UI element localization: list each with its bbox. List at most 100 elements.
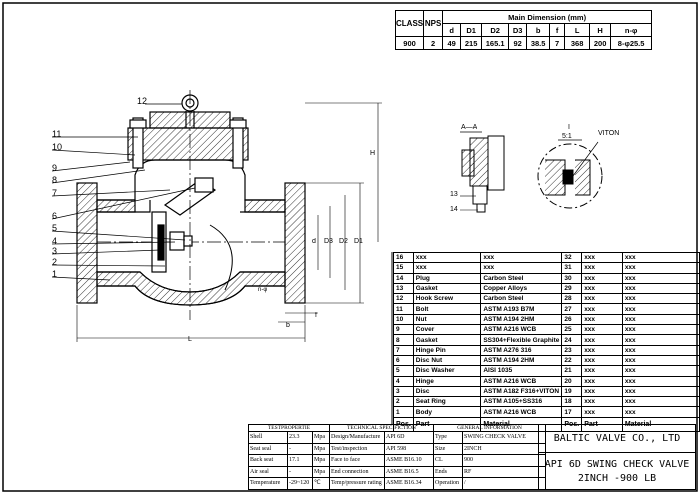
test-name: Temperature <box>248 477 288 490</box>
balloon-12: 12 <box>137 96 148 106</box>
dim-val: 215 <box>460 36 483 50</box>
general-value: SWING CHECK VALVE <box>462 431 546 444</box>
test-name: Shell <box>248 431 288 444</box>
bom-material: ASTM A193 B7M <box>480 303 563 315</box>
test-name: Seat seal <box>248 442 288 455</box>
dim-l: L <box>188 336 192 343</box>
general-value: / <box>462 477 546 490</box>
dim-val: 8-φ25.5 <box>610 36 653 50</box>
dim-d1: D1 <box>354 238 363 245</box>
bom-part: xxx <box>581 365 623 377</box>
balloon-8: 8 <box>52 175 58 185</box>
bom-material: xxx <box>621 272 700 284</box>
bom-material: ASTM A194 2HM <box>480 354 563 367</box>
bom-part: Disc Nut <box>412 354 482 367</box>
bom-pos: 18 <box>561 396 583 408</box>
bom-part: Bolt <box>412 303 482 315</box>
spec-name: Temp/pressure rating <box>329 477 385 490</box>
dim-sub-d2: D2 <box>481 23 510 37</box>
general-name: Type <box>433 431 463 444</box>
dim-sub-h: H <box>589 23 612 37</box>
dimension-lines <box>76 102 382 342</box>
bom-pos: 9 <box>393 324 414 336</box>
bom-material: ASTM A276 316 <box>480 344 563 356</box>
dim-b: b <box>286 322 290 329</box>
bom-pos: 8 <box>393 334 414 346</box>
bom-material: SS304+Flexible Graphite <box>480 334 563 346</box>
dim-sub-d: d <box>442 23 462 37</box>
balloon-1: 1 <box>52 269 58 279</box>
bom-part: xxx <box>581 272 623 284</box>
general-name: Operation <box>433 477 463 490</box>
bom-part: Gasket <box>412 334 482 346</box>
bom-material: AISI 1035 <box>480 365 563 377</box>
bom-pos: 22 <box>561 354 583 367</box>
bom-part: xxx <box>581 262 623 274</box>
bom-part: Gasket <box>412 282 482 295</box>
general-value: 2INCH <box>462 442 546 455</box>
dim-val: 49 <box>442 36 462 50</box>
bom-pos: 17 <box>561 406 583 418</box>
general-name: CL <box>433 454 463 467</box>
bom-material: xxx <box>480 251 563 264</box>
spec-name: Test/inspection <box>329 442 385 455</box>
balloon-9: 9 <box>52 163 58 173</box>
bom-part: xxx <box>581 282 623 295</box>
section-a-a <box>460 131 505 213</box>
bom-pos: 3 <box>393 385 414 398</box>
dim-val: 165.1 <box>481 36 510 50</box>
info-header-row: TESTPROPERTIE TECHNICAL SPECIFICTION GEN… <box>248 424 546 432</box>
dim-d2: D2 <box>339 238 348 245</box>
bom-part: xxx <box>581 354 623 367</box>
balloon-2: 2 <box>52 257 58 267</box>
bom-material: Carbon Steel <box>480 293 563 305</box>
balloon-11: 11 <box>52 129 62 139</box>
test-name: Back seat <box>248 454 288 467</box>
bom-material: xxx <box>621 354 700 367</box>
dimension-table: CLASS NPS Main Dimension (mm) d D1 D2 D3… <box>394 10 653 50</box>
balloon-7: 7 <box>52 188 58 198</box>
bom-part: xxx <box>412 262 482 274</box>
info-table: TESTPROPERTIE TECHNICAL SPECIFICTION GEN… <box>248 424 546 490</box>
bom-material: xxx <box>621 375 700 387</box>
bom-pos: 5 <box>393 365 414 377</box>
bom-part: xxx <box>581 313 623 326</box>
bom-part: xxx <box>581 293 623 305</box>
bom-pos: 11 <box>393 303 414 315</box>
bom-material: xxx <box>621 324 700 336</box>
balloon-4: 4 <box>52 236 58 246</box>
bom-pos: 13 <box>393 282 414 295</box>
dim-val: 38.5 <box>526 36 551 50</box>
bom-part: xxx <box>581 324 623 336</box>
bom-part: Disc Washer <box>412 365 482 377</box>
spec-value: ASME B16.34 <box>384 477 434 490</box>
general-value: 900 <box>462 454 546 467</box>
dim-sub-l: L <box>564 23 591 37</box>
dim-nphi: n-φ <box>258 287 268 293</box>
company-name: BALTIC VALVE CO., LTD <box>553 433 681 444</box>
bom-part: xxx <box>581 396 623 408</box>
bom-material: ASTM A194 2HM <box>480 313 563 326</box>
dim-col-class: CLASS <box>394 10 425 37</box>
info-header-spec: TECHNICAL SPECIFICTION <box>329 424 434 432</box>
bom-part: Plug <box>412 272 482 284</box>
test-unit: Mpa <box>312 454 330 467</box>
bom-pos: 21 <box>561 365 583 377</box>
test-value: -29~120 <box>287 477 313 490</box>
detail-scale: 5:1 <box>562 133 572 140</box>
dim-val: 2 <box>423 36 444 50</box>
spec-name: End connection <box>329 465 385 478</box>
bom-material: xxx <box>621 385 700 398</box>
bom-pos: 2 <box>393 396 414 408</box>
